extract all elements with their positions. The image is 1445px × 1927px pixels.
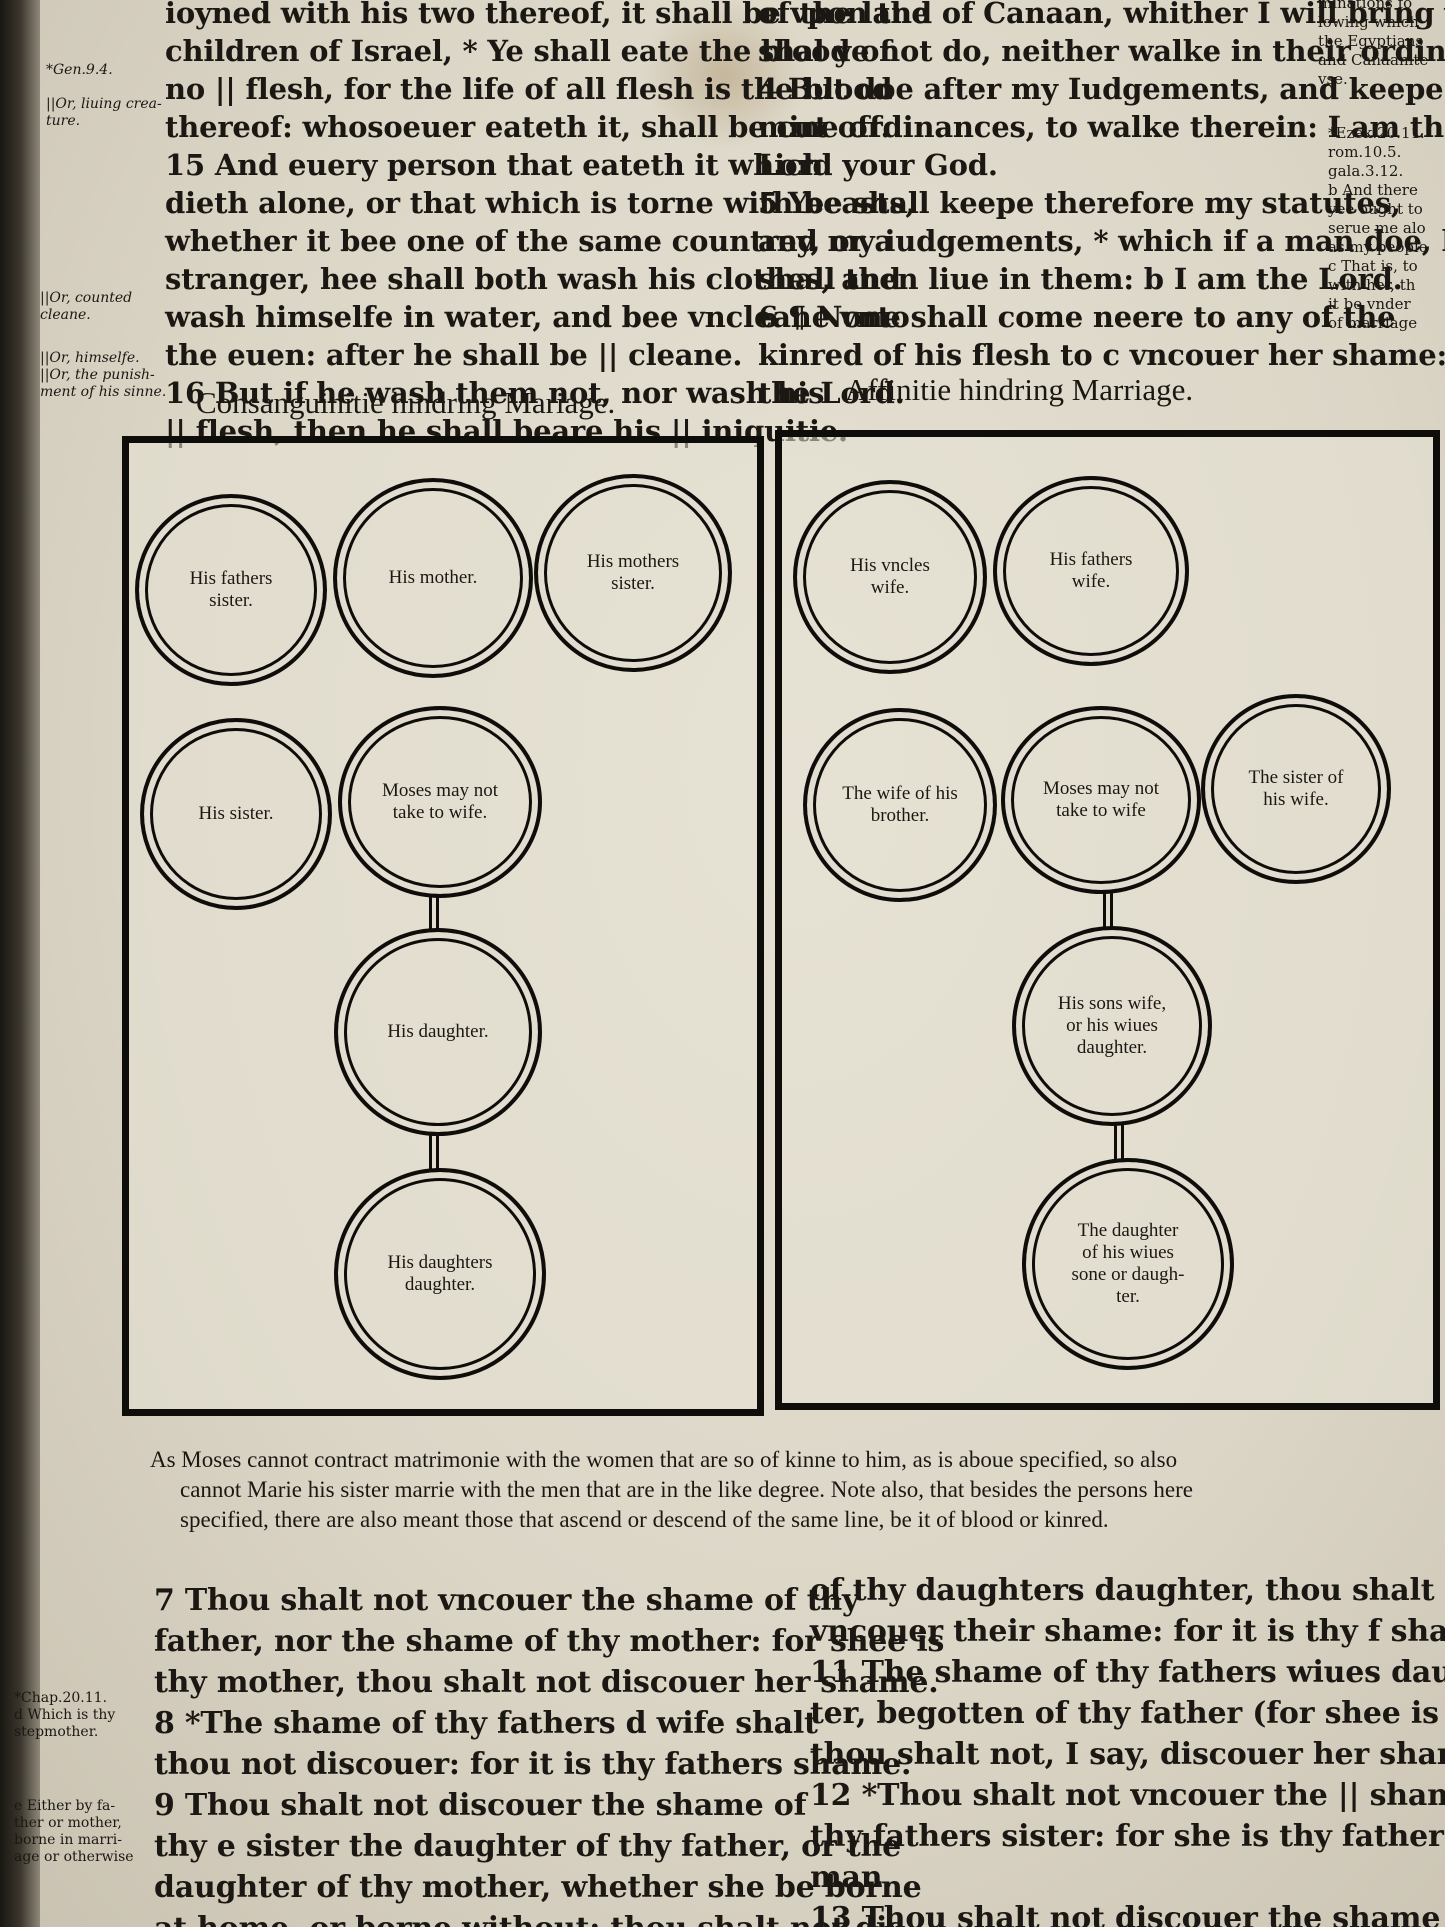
text-line: thou not discouer: for it is thy fathers… [154,1747,912,1782]
text-line: thy mother, thou shalt not discouer her … [154,1665,939,1700]
text-line: daughter of thy mother, whether she be b… [154,1870,922,1905]
kin-circle: His vncles wife. [793,480,987,674]
book-spine [0,0,40,1927]
text-line: 5 Yee shall keepe therefore my statutes, [758,186,1401,220]
text-line: kinred of his flesh to c vncouer her sha… [758,338,1445,372]
margin-note-right: *Ezek.20.11. rom.10.5. gala.3.12. b And … [1328,124,1428,332]
text-line: ter, begotten of thy father (for shee is… [810,1696,1445,1731]
text-line: vncouer their shame: for it is thy f sha… [810,1614,1445,1649]
text-line: thou shalt not, I say, discouer her sham… [810,1737,1445,1772]
kin-link [429,1134,439,1170]
text-line: man. [810,1860,893,1895]
right-chart-title: Affinitie hindring Marriage. [845,372,1194,407]
text-line: 13 Thou shalt not discouer the shame of [810,1901,1445,1927]
text-line: thy e sister the daughter of thy father,… [154,1829,901,1864]
margin-note: *Chap.20.11. d Which is thy stepmother. [14,1690,116,1740]
text-line: 7 Thou shalt not vncouer the shame of th… [154,1583,860,1618]
kin-circle: The daughter of his wiues sone or daugh-… [1022,1158,1234,1370]
text-line: Lord your God. [758,148,998,182]
text-line: 8 *The shame of thy fathers d wife shalt [154,1706,818,1741]
footnote-line: cannot Marie his sister marrie with the … [180,1477,1193,1502]
top-right-column: of the land of Canaan, whither I will br… [758,0,1445,412]
kin-circle: Moses may not take to wife. [338,706,542,898]
margin-note: e Either by fa- ther or mother, borne in… [14,1798,134,1865]
text-line: dieth alone, or that which is torne with… [165,186,916,220]
bottom-left-column: 7 Thou shalt not vncouer the shame of th… [154,1580,944,1927]
kin-circle: The sister of his wife. [1201,694,1391,884]
text-line: at home, or borne without: thou shalt no… [154,1908,944,1927]
left-chart-title: Consanguinitie hindring Mariage. [196,385,616,420]
kin-circle: The wife of his brother. [803,708,997,902]
kin-link [1114,1124,1124,1160]
text-line: the Lord. [758,376,905,410]
text-line: 11 The shame of thy fathers wiues daugh- [810,1655,1445,1690]
text-line: the euen: after he shall be || cleane. [165,338,743,372]
text-line: stranger, hee shall both wash his clothe… [165,262,901,296]
text-line: 16 But if he wash them not, nor wash his [165,376,825,410]
kin-link [429,896,439,930]
margin-note: ||Or, counted cleane. [40,290,133,323]
text-line: ioyned with his two thereof, it shall be… [165,0,930,30]
kin-circle: His mothers sister. [534,474,732,672]
bottom-right-column: of thy daughters daughter, thou shalt no… [810,1570,1445,1927]
text-line: shall then liue in them: b I am the Lord… [758,262,1403,296]
text-line: no || flesh, for the life of all flesh i… [165,72,893,106]
text-line: and my iudgements, * which if a man doe,… [758,224,1445,258]
margin-note: *Gen.9.4. [46,62,113,78]
text-line: thy fathers sister: for she is thy fathe… [810,1819,1445,1854]
text-line: shal ye not do, neither walke in their o… [758,34,1445,68]
kin-circle: His fathers wife. [993,476,1189,666]
text-line: 4 But doe after my Iudgements, and keepe [758,72,1444,106]
text-line: mine ordinances, to walke therein: I am … [758,110,1445,144]
text-line: 6 ¶ None shall come neere to any of the [758,300,1396,334]
kin-link [1103,892,1113,928]
kin-circle: His daughter. [334,928,542,1136]
text-line: of thy daughters daughter, thou shalt no… [810,1573,1445,1608]
kin-circle: His mother. [333,478,533,678]
text-line: father, nor the shame of thy mother: for… [154,1624,945,1659]
text-line: thereof: whosoeuer eateth it, shall be c… [165,110,891,144]
kin-circle: His sister. [140,718,332,910]
text-line: wash himselfe in water, and bee vncleane… [165,300,910,334]
text-line: 9 Thou shalt not discouer the shame of [154,1788,807,1823]
kin-circle: His daughters daughter. [334,1168,546,1380]
kin-circle: His sons wife, or his wiues daughter. [1012,926,1212,1126]
text-line: 12 *Thou shalt not vncouer the || shame … [810,1778,1445,1813]
chart-footnote: As Moses cannot contract matrimonie with… [150,1445,1193,1535]
footnote-line: As Moses cannot contract matrimonie with… [150,1447,1178,1472]
text-line: 15 And euery person that eateth it which [165,148,824,182]
text-line: children of Israel, * Ye shall eate the … [165,34,892,68]
kin-circle: His fathers sister. [135,494,327,686]
footnote-line: specified, there are also meant those th… [180,1507,1109,1532]
paper-stain [640,0,810,150]
kin-circle: Moses may not take to wife [1001,706,1201,894]
text-line: whether it bee one of the same countrey,… [165,224,893,258]
text-line: of the land of Canaan, whither I will br… [758,0,1445,30]
margin-note: ||Or, liuing crea- ture. [46,96,162,129]
margin-note: ||Or, himselfe. ||Or, the punish- ment o… [40,350,167,400]
margin-note-right: minations fo lowing which the Egyptians … [1318,0,1429,88]
